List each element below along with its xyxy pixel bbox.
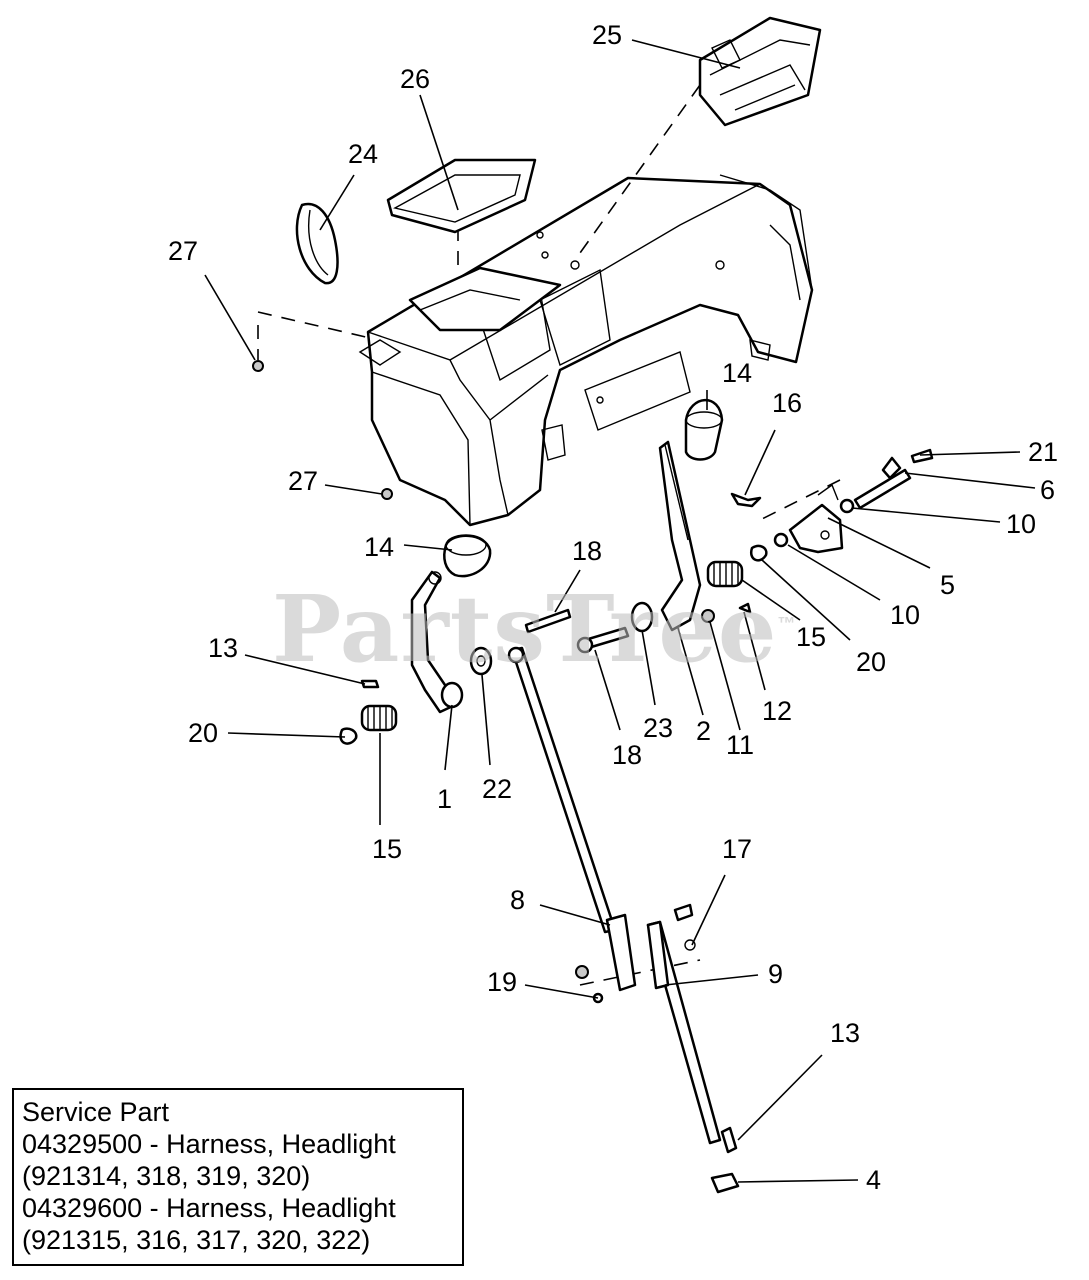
callout-22: 22 bbox=[482, 774, 512, 804]
service-part-line: (921315, 316, 317, 320, 322) bbox=[22, 1225, 371, 1255]
callout-15-right: 15 bbox=[796, 622, 826, 652]
part-20-clip bbox=[339, 544, 768, 745]
service-part-box: Service Part 04329500 - Harness, Headlig… bbox=[12, 1088, 464, 1266]
callout-11: 11 bbox=[726, 730, 754, 760]
watermark-trademark: ™ bbox=[777, 613, 797, 634]
callout-6: 6 bbox=[1040, 475, 1055, 505]
callout-16: 16 bbox=[772, 388, 802, 418]
part-12-pin bbox=[738, 602, 752, 614]
callout-9: 9 bbox=[768, 959, 783, 989]
callout-8: 8 bbox=[510, 885, 525, 915]
part-13-clip bbox=[360, 679, 738, 1154]
callout-15-left: 15 bbox=[372, 834, 402, 864]
part-4-cap bbox=[710, 1172, 740, 1194]
callout-10-top: 10 bbox=[1006, 509, 1036, 539]
callout-19: 19 bbox=[487, 967, 517, 997]
callout-10-bottom: 10 bbox=[890, 600, 920, 630]
callout-25: 25 bbox=[592, 20, 622, 50]
callout-1: 1 bbox=[437, 784, 452, 814]
callout-21: 21 bbox=[1028, 437, 1058, 467]
callout-14-right: 14 bbox=[722, 358, 752, 388]
callout-13-right: 13 bbox=[830, 1018, 860, 1048]
part-10-washer bbox=[773, 498, 855, 548]
part-27-screw bbox=[252, 360, 393, 500]
part-2-lever bbox=[658, 440, 702, 632]
part-6-pin bbox=[853, 456, 912, 510]
callout-14-left: 14 bbox=[364, 532, 394, 562]
callout-5: 5 bbox=[940, 570, 955, 600]
callout-labels: 25 26 24 27 27 14 14 16 21 6 10 5 10 15 … bbox=[168, 20, 1058, 1195]
callout-18-top: 18 bbox=[572, 536, 602, 566]
service-part-heading: Service Part bbox=[22, 1097, 170, 1127]
callout-27-top: 27 bbox=[168, 236, 198, 266]
part-25-headlight bbox=[698, 16, 822, 127]
console-housing bbox=[358, 174, 814, 527]
service-part-line: 04329500 - Harness, Headlight bbox=[22, 1129, 396, 1159]
part-18-bolt bbox=[524, 608, 630, 654]
service-part-line: (921314, 318, 319, 320) bbox=[22, 1161, 311, 1191]
service-part-line: 04329600 - Harness, Headlight bbox=[22, 1193, 396, 1223]
part-17-bolt bbox=[673, 903, 696, 951]
part-21-pin bbox=[910, 448, 934, 464]
part-5-bracket bbox=[788, 483, 844, 554]
part-14-knob bbox=[443, 398, 724, 578]
part-22-washer bbox=[469, 646, 493, 676]
callout-26: 26 bbox=[400, 64, 430, 94]
callout-12: 12 bbox=[762, 696, 792, 726]
callout-2: 2 bbox=[696, 716, 711, 746]
callout-20-right: 20 bbox=[856, 647, 886, 677]
leader-lines bbox=[204, 39, 1036, 1183]
part-24-cable-tie bbox=[295, 202, 339, 285]
callout-17: 17 bbox=[722, 834, 752, 864]
callout-24: 24 bbox=[348, 139, 378, 169]
callout-20-left: 20 bbox=[188, 718, 218, 748]
part-1-lever bbox=[410, 570, 464, 714]
callout-13-left: 13 bbox=[208, 633, 238, 663]
watermark-text: PartsTree bbox=[272, 575, 778, 683]
part-16-clip bbox=[730, 492, 762, 508]
callout-27-bottom: 27 bbox=[288, 466, 318, 496]
callout-23: 23 bbox=[643, 713, 673, 743]
callout-18-bottom: 18 bbox=[612, 740, 642, 770]
part-26-cover bbox=[386, 158, 537, 234]
part-8-rod bbox=[507, 646, 637, 992]
part-9-rod bbox=[646, 920, 722, 1145]
part-15-spring bbox=[360, 560, 744, 732]
partstree-watermark: PartsTree™ bbox=[272, 575, 796, 683]
callout-4: 4 bbox=[866, 1165, 881, 1195]
part-11-nut bbox=[701, 609, 715, 623]
